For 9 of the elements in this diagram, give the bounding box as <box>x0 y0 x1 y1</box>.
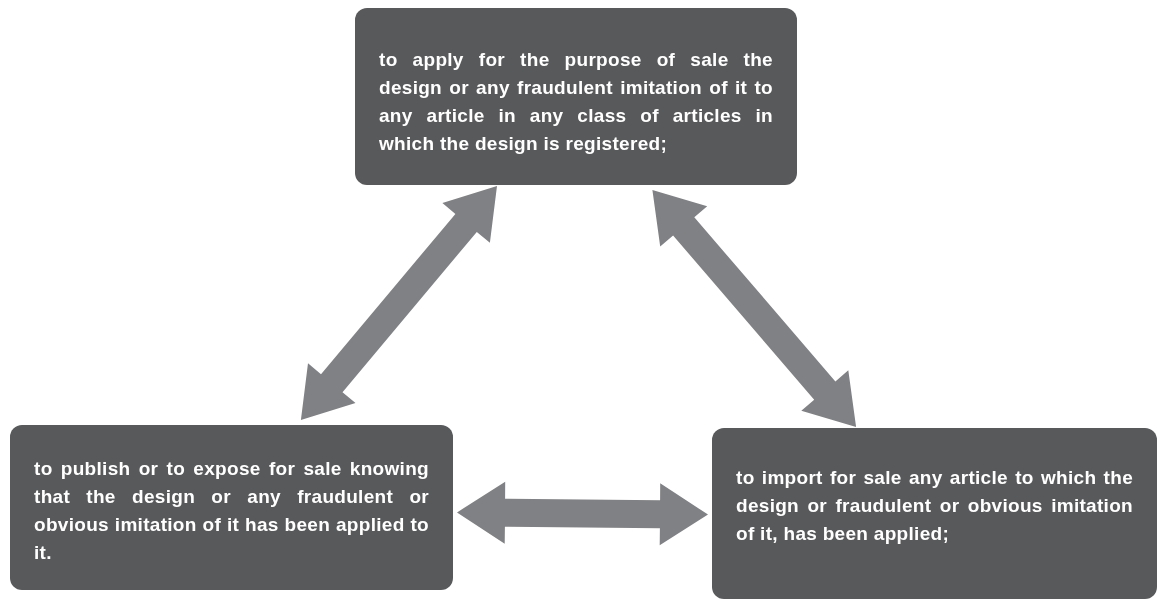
text-box <box>712 428 1157 599</box>
text-box <box>355 8 797 185</box>
box-text: to import for sale any article to which the design or fraudulent or obvious imitation of it, has been applied; <box>736 466 1133 546</box>
text-box <box>10 425 453 590</box>
box-text: to publish or to expose for sale knowing that the design or any fraudulent or obvious imitation of it has been applied to it. <box>34 457 429 565</box>
double-arrow <box>300 186 497 420</box>
box-text: to apply for the purpose of sale the design or any fraudulent imitation of it to any article in any class of articles in which the design is registered; <box>379 48 773 156</box>
double-arrow <box>457 481 708 546</box>
double-arrow <box>652 190 857 427</box>
